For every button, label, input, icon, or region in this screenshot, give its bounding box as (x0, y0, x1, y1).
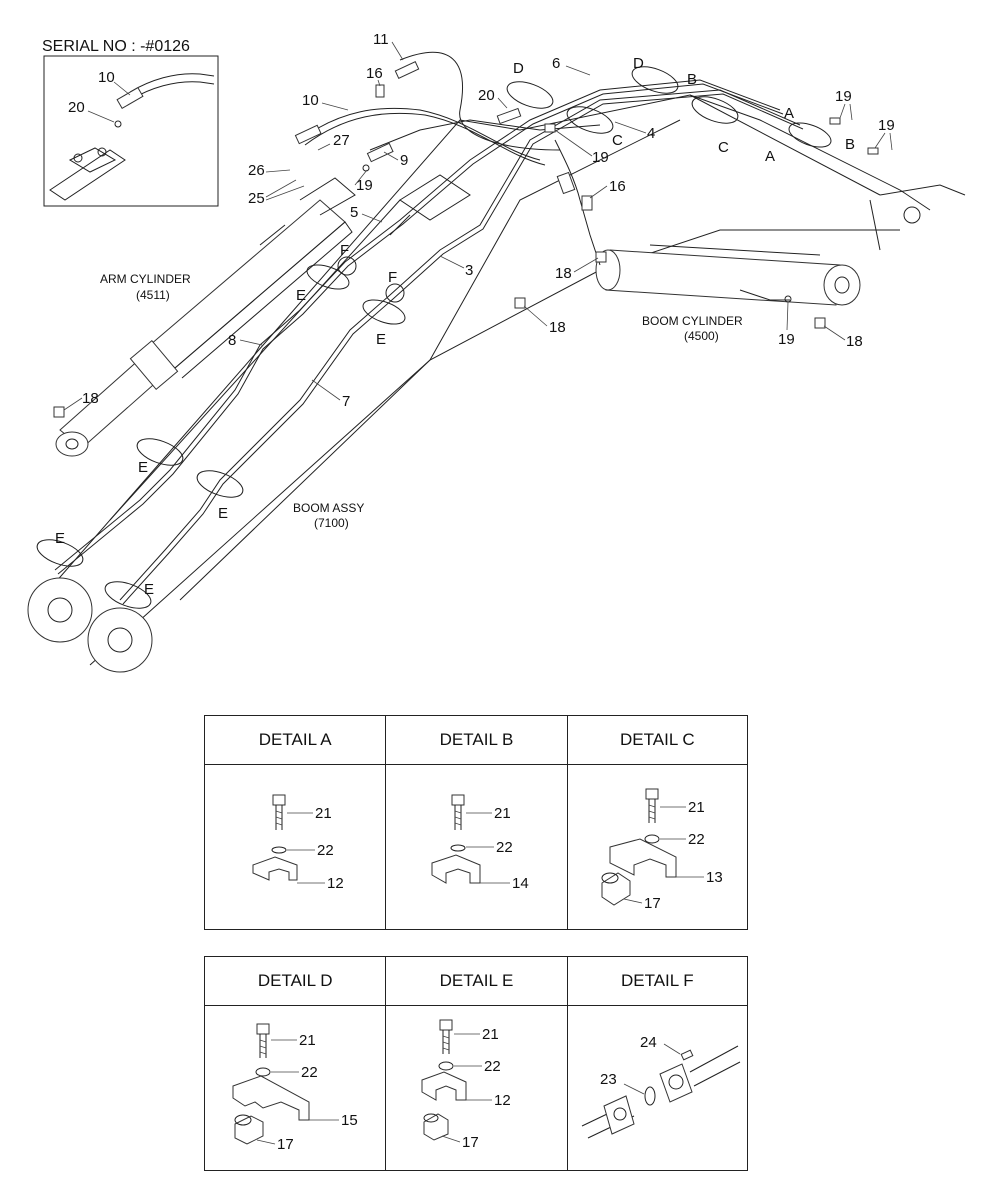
serial-note: SERIAL NO : -#0126 (42, 38, 190, 55)
callout-10-inset: 10 (98, 69, 115, 86)
detail-a-cell: DETAIL A 21 22 12 (203, 715, 387, 930)
svg-text:14: 14 (512, 875, 529, 892)
callout-3: 3 (465, 262, 473, 279)
serial-inset-frame (43, 55, 219, 207)
boom-assy-label: BOOM ASSY (293, 501, 364, 515)
svg-text:22: 22 (484, 1058, 501, 1075)
svg-text:21: 21 (315, 805, 332, 822)
callout-D-2: D (633, 55, 644, 72)
svg-text:21: 21 (688, 799, 705, 816)
callout-A-2: A (765, 148, 775, 165)
arm-cylinder-drawing (55, 177, 356, 457)
callout-C-1: C (612, 132, 623, 149)
detail-a-title: DETAIL A (258, 730, 332, 749)
detail-c-title: DETAIL C (620, 730, 695, 749)
detail-table-top: DETAIL A 21 22 12 DETAIL B (203, 715, 749, 930)
svg-text:22: 22 (496, 839, 513, 856)
svg-text:23: 23 (600, 1071, 617, 1088)
callout-18-low: 18 (549, 319, 566, 336)
callout-25: 25 (248, 190, 265, 207)
svg-text:15: 15 (341, 1112, 358, 1129)
callout-20-inset: 20 (68, 99, 85, 116)
callout-E-6: E (144, 581, 154, 598)
boom-assy-drawing (27, 94, 966, 673)
callout-10: 10 (302, 92, 319, 109)
callout-8: 8 (228, 332, 236, 349)
pipe-lines (54, 51, 804, 605)
callout-20: 20 (478, 87, 495, 104)
arm-cylinder-label: ARM CYLINDER (100, 272, 191, 286)
detail-a-drawing: 21 22 12 (252, 794, 344, 892)
callout-E-5: E (55, 530, 65, 547)
arm-cylinder-code: (4511) (136, 288, 170, 302)
svg-text:13: 13 (706, 869, 723, 886)
boom-cylinder-code: (4500) (684, 329, 719, 343)
callout-D-1: D (513, 60, 524, 77)
callout-F-1: F (340, 242, 349, 259)
detail-e-drawing: 21 22 12 17 (421, 1019, 511, 1151)
callout-16-top: 16 (366, 65, 383, 82)
detail-b-title: DETAIL B (439, 730, 514, 749)
boom-cylinder-label: BOOM CYLINDER (642, 314, 743, 328)
callout-C-2: C (718, 139, 729, 156)
svg-text:17: 17 (644, 895, 661, 912)
svg-text:22: 22 (301, 1064, 318, 1081)
svg-text:17: 17 (277, 1136, 294, 1153)
detail-c-drawing: 21 22 13 17 (601, 788, 723, 912)
callout-E-2: E (376, 331, 386, 348)
detail-d-cell: DETAIL D 21 22 15 17 (203, 956, 387, 1171)
callout-19-boom-cyl: 19 (778, 331, 795, 348)
callout-19-left: 19 (356, 177, 373, 194)
callout-9: 9 (400, 152, 408, 169)
callout-E-4: E (218, 505, 228, 522)
callout-7: 7 (342, 393, 350, 410)
svg-text:22: 22 (688, 831, 705, 848)
callout-E-3: E (138, 459, 148, 476)
detail-b-cell: DETAIL B 21 22 14 (385, 715, 568, 930)
clamp-markers (36, 66, 832, 609)
svg-text:21: 21 (482, 1026, 499, 1043)
svg-text:21: 21 (494, 805, 511, 822)
callouts: 11 16 10 27 26 25 9 19 5 F E F E 8 18 7 … (55, 31, 895, 598)
callout-6: 6 (552, 55, 560, 72)
callout-18-arm: 18 (82, 390, 99, 407)
svg-text:12: 12 (327, 875, 344, 892)
detail-table-bottom: DETAIL D 21 22 15 17 (203, 956, 749, 1171)
detail-d-title: DETAIL D (257, 971, 333, 990)
callout-18-mid: 18 (555, 265, 572, 282)
callout-19-right-2: 19 (878, 117, 895, 134)
boom-assy-code: (7100) (314, 516, 349, 530)
callout-11: 11 (373, 31, 389, 48)
callout-18-boom-cyl: 18 (846, 333, 863, 350)
detail-f-drawing: 24 23 (581, 1034, 740, 1139)
svg-text:17: 17 (462, 1134, 479, 1151)
callout-4: 4 (647, 125, 655, 142)
boom-cylinder-drawing (595, 244, 861, 306)
detail-e-cell: DETAIL E 21 22 12 17 (385, 956, 568, 1171)
callout-26: 26 (248, 162, 265, 179)
callout-B-1: B (687, 71, 697, 88)
svg-text:24: 24 (640, 1034, 657, 1051)
callout-A-1: A (784, 105, 794, 122)
callout-5: 5 (350, 204, 358, 221)
callout-16-right: 16 (609, 178, 626, 195)
detail-f-cell: DETAIL F 24 23 (566, 956, 749, 1171)
svg-text:22: 22 (317, 842, 334, 859)
detail-f-title: DETAIL F (620, 971, 694, 990)
callout-F-2: F (388, 269, 397, 286)
detail-e-title: DETAIL E (439, 971, 514, 990)
serial-inset-drawing (49, 73, 215, 201)
detail-c-cell: DETAIL C 21 22 13 17 (566, 715, 749, 930)
svg-text:21: 21 (299, 1032, 316, 1049)
svg-text:12: 12 (494, 1092, 511, 1109)
detail-b-drawing: 21 22 14 (431, 794, 529, 892)
callout-27: 27 (333, 132, 350, 149)
callout-19-mid: 19 (592, 149, 609, 166)
callout-E-1: E (296, 287, 306, 304)
detail-d-drawing: 21 22 15 17 (232, 1023, 358, 1153)
callout-B-2: B (845, 136, 855, 153)
callout-19-right-1: 19 (835, 88, 852, 105)
boom-piping-diagram: SERIAL NO : -#0126 10 20 ARM CYLINDER (4… (27, 31, 966, 673)
